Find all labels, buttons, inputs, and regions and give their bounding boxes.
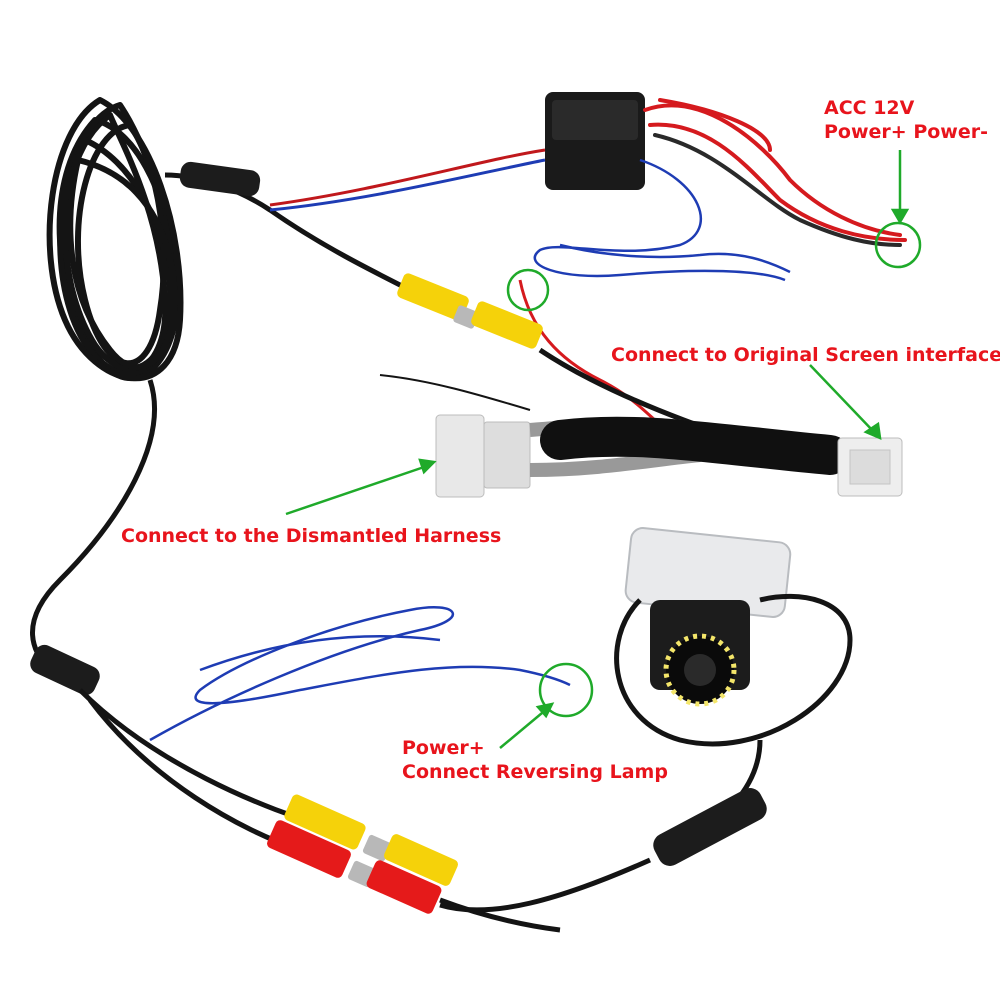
- harness-connector-left: [435, 414, 531, 498]
- reversing-lamp-label: Power+ Connect Reversing Lamp: [402, 736, 668, 784]
- acc-label-line2: Power+ Power-: [824, 121, 988, 143]
- pointer-markers: [506, 221, 922, 718]
- acc-label-line1: ACC 12V: [824, 97, 915, 119]
- harness-bundle: [529, 416, 850, 477]
- lower-cable: [30, 379, 157, 672]
- harness-connector-right: [837, 437, 903, 497]
- acc-label: ACC 12V Power+ Power-: [824, 96, 988, 144]
- rca-yellow-top: [397, 273, 543, 349]
- inline-connector-bottom: [30, 644, 100, 696]
- control-box: [545, 92, 645, 190]
- backup-camera: [624, 527, 792, 707]
- blue-wire-top: [533, 158, 791, 282]
- pointer-circle-blue-wire: [506, 268, 550, 312]
- blue-wire-bottom: [149, 606, 571, 742]
- inline-connector-top: [179, 161, 261, 197]
- reversing-lamp-label-line2: Connect Reversing Lamp: [402, 761, 668, 783]
- reversing-lamp-label-line1: Power+: [402, 737, 485, 759]
- rca-pair-bottom: [267, 794, 458, 914]
- inline-connector-camera: [653, 788, 767, 866]
- pointer-circle-acc: [874, 221, 922, 269]
- pointer-arrows: [285, 150, 910, 749]
- pointer-circle-reversing-lamp: [538, 662, 594, 718]
- acc-power-wires: [643, 98, 907, 247]
- dismantled-harness-label: Connect to the Dismantled Harness: [121, 525, 502, 547]
- camera-cable-loop: [614, 593, 853, 747]
- coiled-cable: [46, 97, 184, 382]
- original-screen-label: Connect to Original Screen interface: [611, 344, 1000, 366]
